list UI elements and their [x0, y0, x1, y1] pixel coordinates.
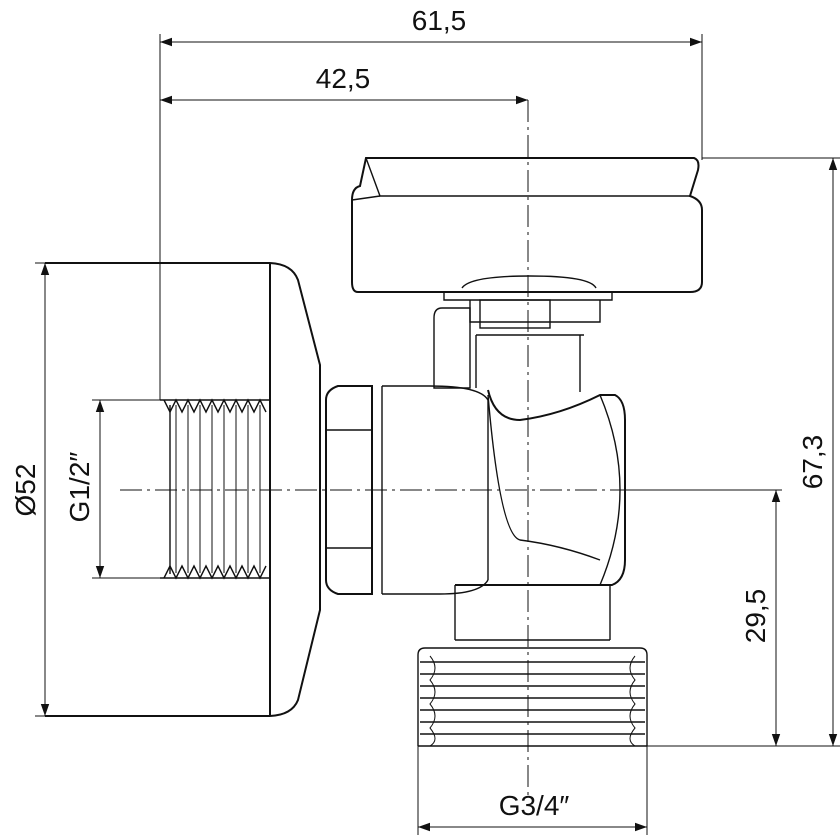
label-axis-offset: 42,5: [316, 63, 371, 94]
label-outlet-thread: G3/4″: [499, 790, 570, 821]
dimension-lines: [40, 37, 838, 832]
dimension-labels: 61,5 42,5 67,3 29,5 Ø52 G1/2″ G3/4″: [10, 5, 828, 821]
label-flange-diameter: Ø52: [10, 464, 41, 517]
valve-body: [433, 307, 626, 641]
label-overall-width: 61,5: [412, 5, 467, 36]
hex-nut: [325, 385, 489, 595]
label-inlet-thread: G1/2″: [64, 452, 95, 523]
label-overall-height: 67,3: [797, 435, 828, 490]
valve-handle: [351, 157, 703, 329]
inlet-thread: [160, 398, 270, 580]
label-outlet-height: 29,5: [740, 589, 771, 644]
centre-lines: [120, 100, 770, 800]
extension-lines: [35, 34, 840, 835]
outlet-thread: [417, 647, 648, 747]
